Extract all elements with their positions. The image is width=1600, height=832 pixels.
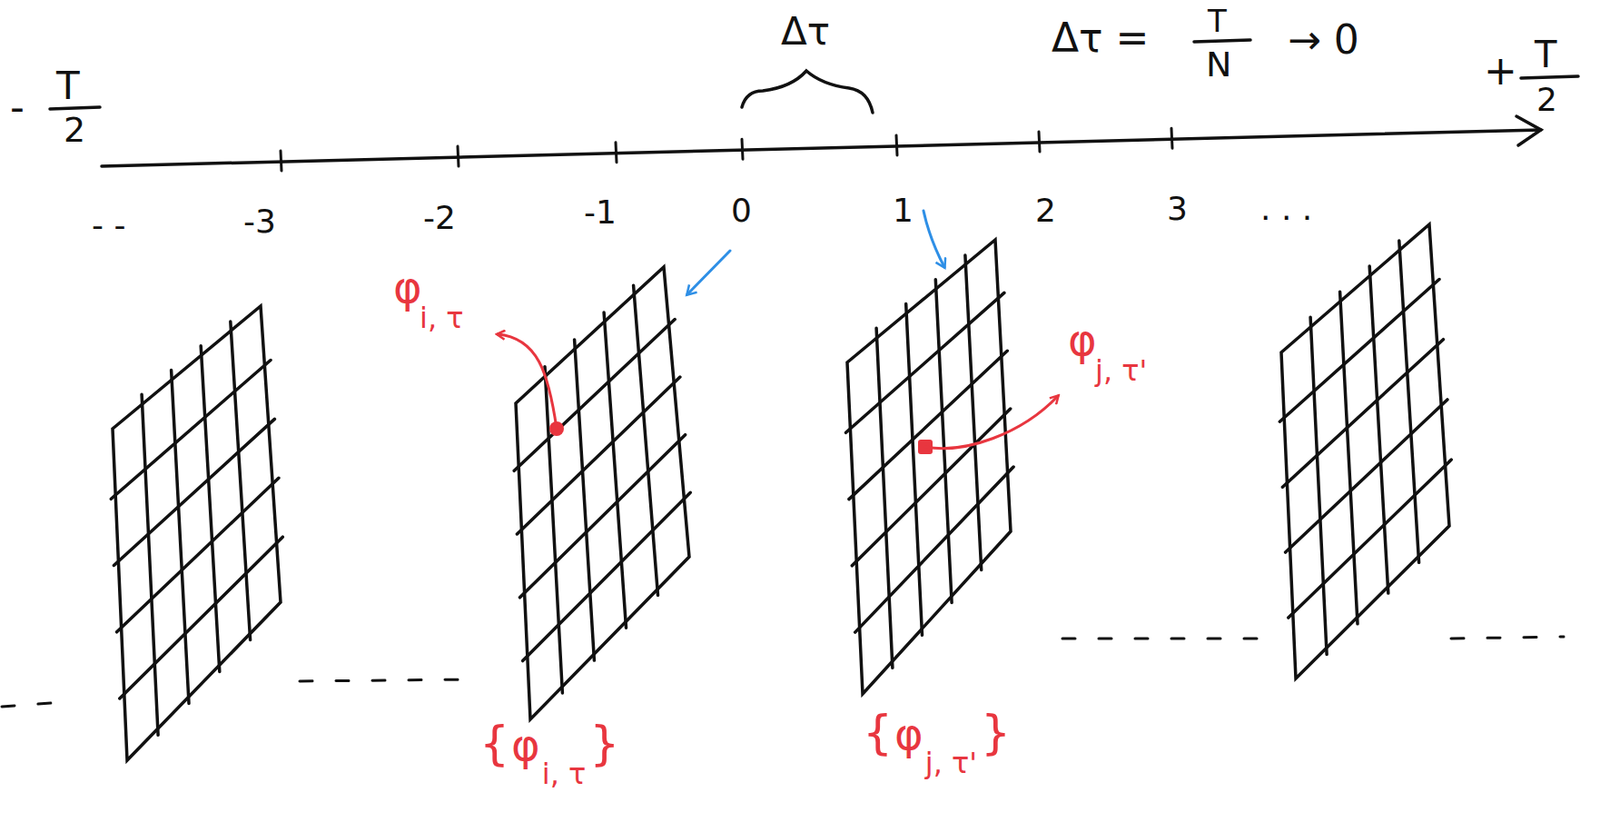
axis-label: -1	[583, 196, 617, 229]
axis-label: i, τ	[419, 303, 465, 333]
delta-brace	[741, 70, 873, 113]
axis-label: T	[1207, 5, 1227, 37]
axis-label: → 0	[1287, 19, 1360, 60]
axis-label: · · ·	[1260, 201, 1313, 235]
axis-label: i, τ	[542, 759, 587, 789]
axis-label: j, τ'	[1095, 355, 1147, 386]
axis-label: T	[56, 67, 80, 106]
axis-label: {	[862, 708, 893, 756]
axis-label: φ	[511, 722, 541, 767]
axis-label: N	[1205, 47, 1232, 82]
site-leaders	[497, 334, 1058, 449]
axis-label: -	[9, 87, 25, 128]
site-markers	[549, 421, 933, 455]
axis-label: Δτ	[780, 12, 830, 51]
continuation-dashes	[1, 636, 1564, 707]
axis-label: - -	[91, 208, 126, 242]
axis-label: -3	[243, 205, 277, 238]
axis-label: Δτ =	[1051, 18, 1149, 59]
axis-ticks	[280, 128, 1173, 171]
axis-label: 3	[1166, 192, 1188, 226]
axis-label: {	[479, 719, 510, 767]
axis-label: -2	[423, 201, 456, 235]
axis-label: 1	[892, 194, 914, 228]
axis-label: 0	[730, 194, 752, 228]
lattice-planes	[110, 224, 1452, 761]
axis-label: j, τ'	[925, 748, 978, 778]
axis-label: }	[980, 708, 1011, 756]
axis-label: 2	[1536, 83, 1558, 117]
axis-label: T	[1534, 36, 1557, 73]
time-axis	[101, 116, 1541, 167]
axis-label: φ	[1067, 317, 1097, 362]
axis-label: }	[589, 719, 620, 767]
axis-label: 2	[1035, 194, 1057, 228]
axis-label: 2	[63, 112, 86, 148]
axis-label: φ	[894, 711, 924, 756]
axis-label: φ	[393, 265, 423, 309]
axis-label: +	[1483, 50, 1518, 91]
